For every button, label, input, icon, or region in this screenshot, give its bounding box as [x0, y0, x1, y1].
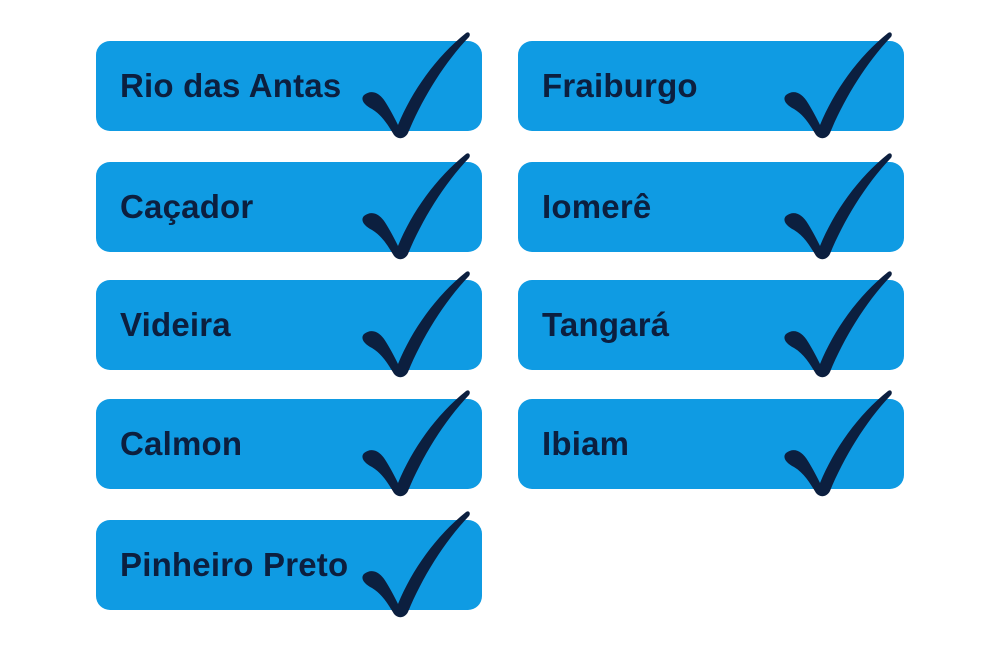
check-mark-icon [362, 271, 470, 378]
check-mark-icon [362, 511, 470, 618]
city-label: Pinheiro Preto [120, 546, 349, 583]
city-label: Videira [120, 306, 231, 343]
city-card-rio-das-antas: Rio das Antas [96, 32, 482, 139]
city-label: Iomerê [542, 188, 652, 225]
city-card-cacador: Caçador [96, 153, 482, 260]
city-label: Caçador [120, 188, 254, 225]
city-card-iomere: Iomerê [518, 153, 904, 260]
city-card-pinheiro-preto: Pinheiro Preto [96, 511, 482, 618]
city-label: Ibiam [542, 425, 630, 462]
check-mark-icon [784, 271, 892, 378]
check-mark-icon [784, 32, 892, 139]
city-card-videira: Videira [96, 271, 482, 378]
city-label: Rio das Antas [120, 67, 342, 104]
check-mark-icon [784, 153, 892, 260]
city-card-fraiburgo: Fraiburgo [518, 32, 904, 139]
check-mark-icon [362, 32, 470, 139]
check-mark-icon [362, 390, 470, 497]
city-card-tangara: Tangará [518, 271, 904, 378]
city-card-ibiam: Ibiam [518, 390, 904, 497]
check-mark-icon [362, 153, 470, 260]
city-label: Calmon [120, 425, 243, 462]
city-label: Fraiburgo [542, 67, 698, 104]
city-card-calmon: Calmon [96, 390, 482, 497]
check-mark-icon [784, 390, 892, 497]
city-label: Tangará [542, 306, 670, 343]
